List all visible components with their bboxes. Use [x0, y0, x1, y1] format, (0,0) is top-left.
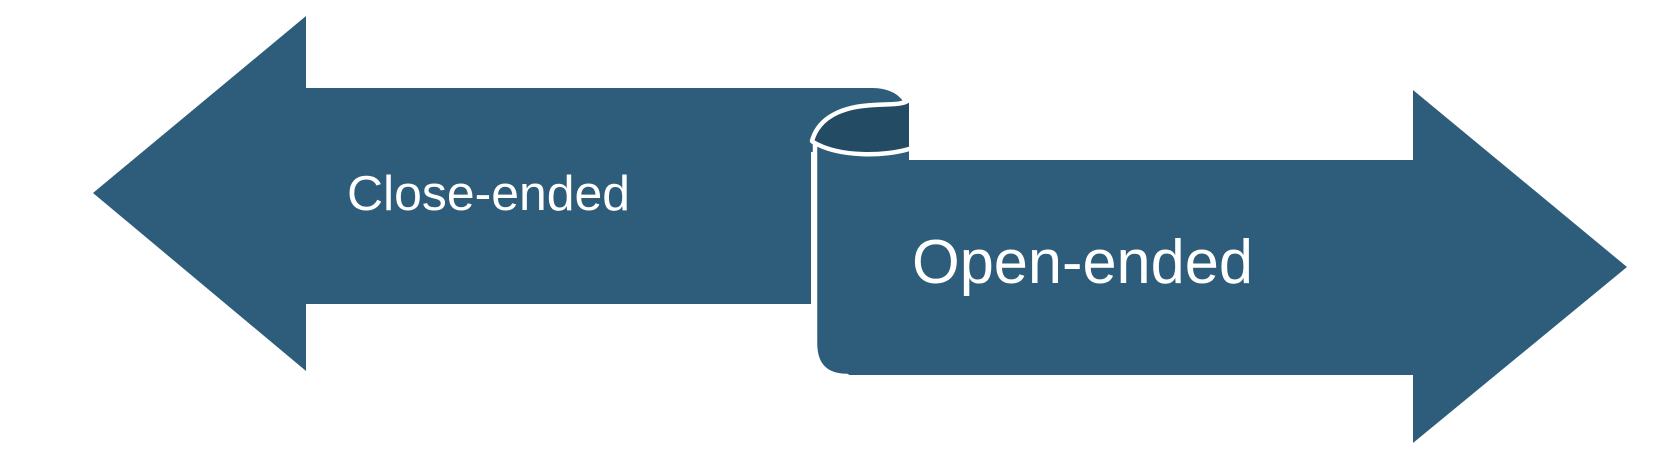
ribbon-fold-s-curve — [809, 97, 912, 144]
ribbon-fold-bottom-curve — [810, 139, 912, 157]
ribbon-edge-highlight — [812, 137, 850, 379]
left-arrow-label: Close-ended — [347, 167, 630, 221]
right-arrow-label: Open-ended — [912, 228, 1253, 297]
right-arrow-shape — [815, 90, 1627, 443]
left-arrow-shape — [93, 16, 909, 371]
